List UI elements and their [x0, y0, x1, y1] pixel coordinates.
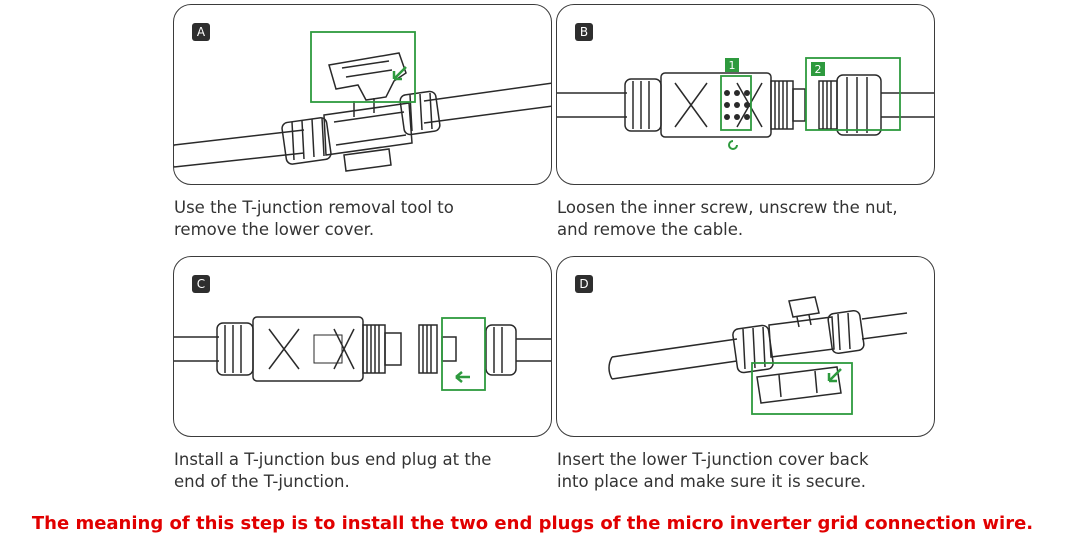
step-b-caption-line1: Loosen the inner screw, unscrew the nut, — [557, 198, 898, 217]
step-b-caption-line2: and remove the cable. — [557, 220, 744, 239]
step-d-caption-line2: into place and make sure it is secure. — [557, 472, 867, 491]
step-c-caption: Install a T-junction bus end plug at the… — [174, 449, 574, 493]
step-d-caption: Insert the lower T-junction cover back i… — [557, 449, 957, 493]
step-c-caption-line1: Install a T-junction bus end plug at the — [174, 450, 492, 469]
step-c-panel: C — [173, 256, 552, 437]
step-d-badge: D — [575, 275, 593, 293]
step-c-badge: C — [192, 275, 210, 293]
step-d-caption-line1: Insert the lower T-junction cover back — [557, 450, 869, 469]
step-b-illustration: 1 2 — [557, 57, 934, 150]
step-c-illustration — [174, 316, 551, 391]
step-c-caption-line2: end of the T-junction. — [174, 472, 350, 491]
step-b-badge: B — [575, 23, 593, 41]
step-a-caption-line2: remove the lower cover. — [174, 220, 375, 239]
step-a-caption: Use the T-junction removal tool to remov… — [174, 197, 574, 241]
step-a-badge: A — [192, 23, 210, 41]
step-b-marker-2: 2 — [815, 63, 822, 76]
step-a-panel: A — [173, 4, 552, 185]
step-a-illustration — [174, 31, 551, 172]
step-d-panel: D — [556, 256, 935, 437]
step-b-panel: B — [556, 4, 935, 185]
step-b-caption: Loosen the inner screw, unscrew the nut,… — [557, 197, 957, 241]
explanation-note: The meaning of this step is to install t… — [31, 513, 1034, 534]
step-a-caption-line1: Use the T-junction removal tool to — [174, 198, 454, 217]
step-b-marker-1: 1 — [729, 59, 736, 72]
step-d-illustration — [608, 296, 908, 415]
